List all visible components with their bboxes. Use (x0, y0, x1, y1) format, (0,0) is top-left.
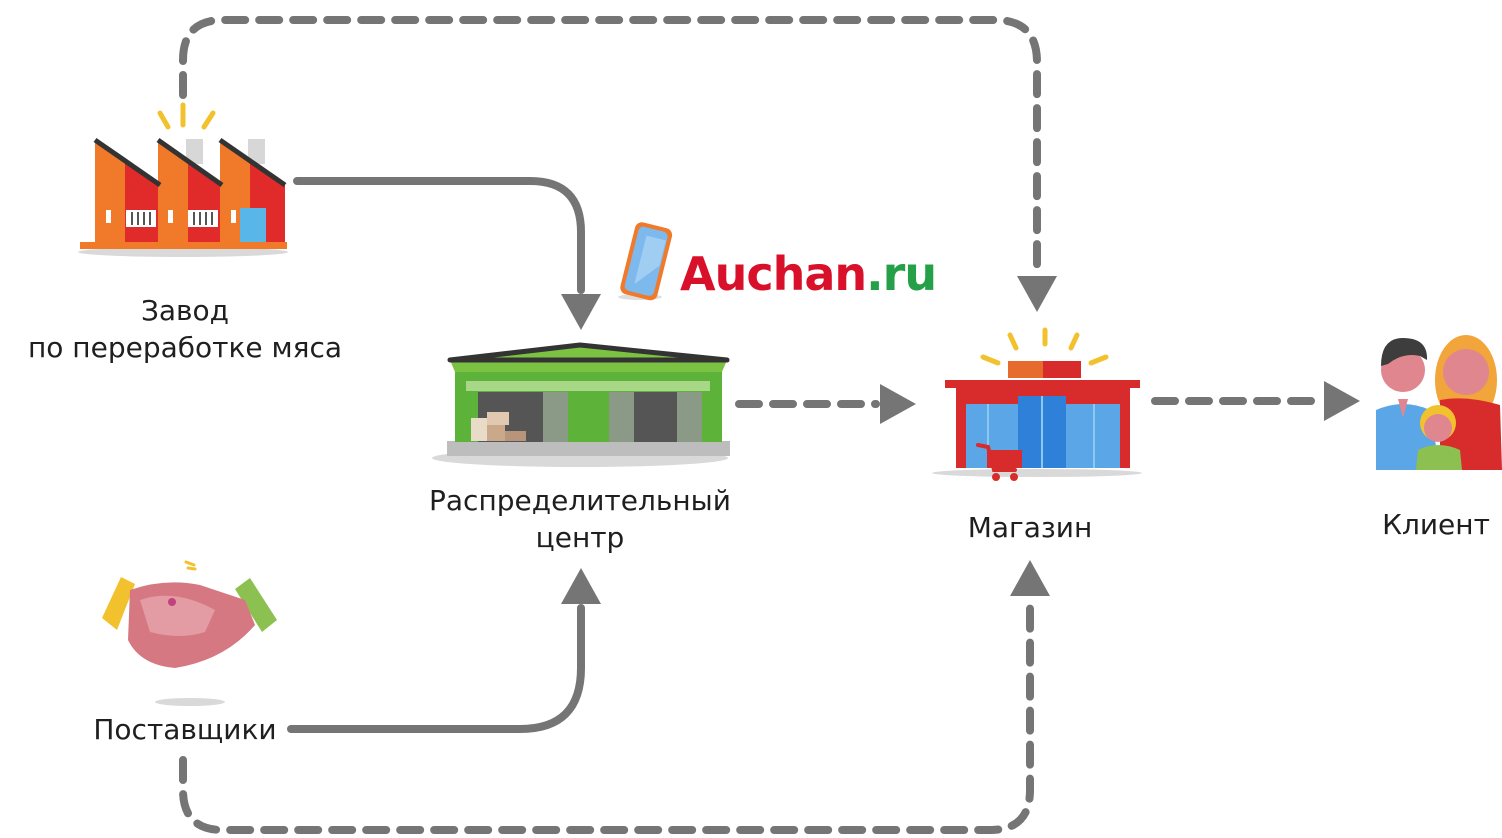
brand-domain: .ru (866, 247, 937, 301)
suppliers-label: Поставщики (93, 713, 277, 746)
factory-label-line1: Завод (140, 294, 230, 327)
brand-name: Auchan (680, 247, 867, 301)
line-suppliers-to-dc (287, 604, 585, 733)
shop-label: Магазин (967, 511, 1093, 544)
brand-logo: Auchan.ru (680, 247, 937, 301)
factory-label-line2: по переработке мяса (27, 331, 343, 364)
connectors (179, 16, 1324, 834)
handshake-icon (102, 560, 277, 706)
arrowhead-to-dc-top (561, 294, 601, 330)
distribution-center-label: Распределительный центр (400, 482, 760, 556)
client-label: Клиент (1382, 508, 1490, 541)
arrowhead-to-dc-bottom (561, 568, 601, 604)
phone-icon (618, 222, 673, 301)
arrowhead-shop-to-client (1324, 381, 1360, 421)
arrowheads (561, 276, 1360, 604)
dashed-line-factory-to-shop (179, 16, 1041, 276)
arrowhead-dc-to-shop (880, 384, 916, 424)
warehouse-icon (432, 342, 730, 467)
line-factory-to-dc (293, 177, 585, 294)
distribution-center-label-line1: Распределительный (429, 484, 731, 517)
arrowhead-to-shop-top (1017, 276, 1057, 312)
factory-label: Завод по переработке мяса (0, 292, 370, 366)
distribution-center-label-line2: центр (535, 521, 625, 554)
shop-icon (932, 327, 1142, 481)
family-icon (1376, 335, 1502, 470)
factory-icon (78, 102, 288, 257)
arrowhead-to-shop-bottom (1010, 560, 1050, 596)
dashed-line-suppliers-to-shop (179, 596, 1034, 834)
